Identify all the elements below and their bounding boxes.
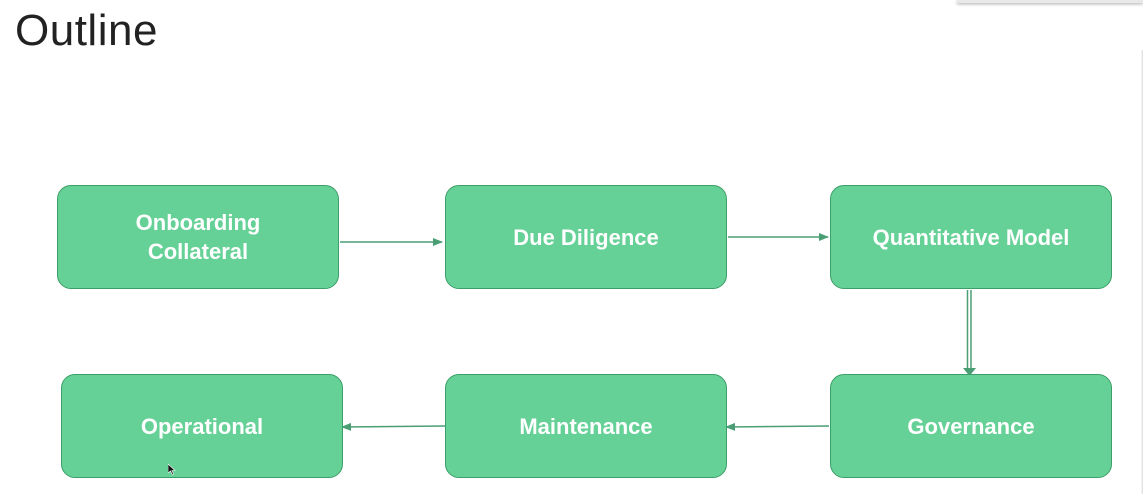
edge-governance-to-maintenance: [725, 422, 830, 431]
node-label-line: Onboarding: [135, 210, 261, 235]
node-quantitative-model[interactable]: Quantitative Model: [830, 185, 1112, 289]
node-due-diligence[interactable]: Due Diligence: [445, 185, 727, 289]
window-edge-shadow: [957, 0, 1143, 3]
node-operational[interactable]: Operational: [61, 374, 343, 478]
node-maintenance[interactable]: Maintenance: [445, 374, 727, 478]
scroll-edge-shadow: [1141, 50, 1143, 494]
node-label: Due Diligence: [513, 224, 659, 250]
node-onboarding-collateral[interactable]: Onboarding Collateral: [57, 185, 339, 289]
mouse-cursor-icon: [168, 464, 176, 476]
node-label: Maintenance: [519, 413, 653, 439]
node-label: Quantitative Model: [872, 224, 1070, 250]
slide-title: Outline: [15, 6, 158, 55]
edge-maintenance-to-operational: [341, 422, 446, 431]
node-label: Governance: [907, 413, 1035, 439]
node-label-line: Collateral: [147, 239, 249, 264]
node-governance[interactable]: Governance: [830, 374, 1112, 478]
node-label: Operational: [140, 413, 264, 439]
